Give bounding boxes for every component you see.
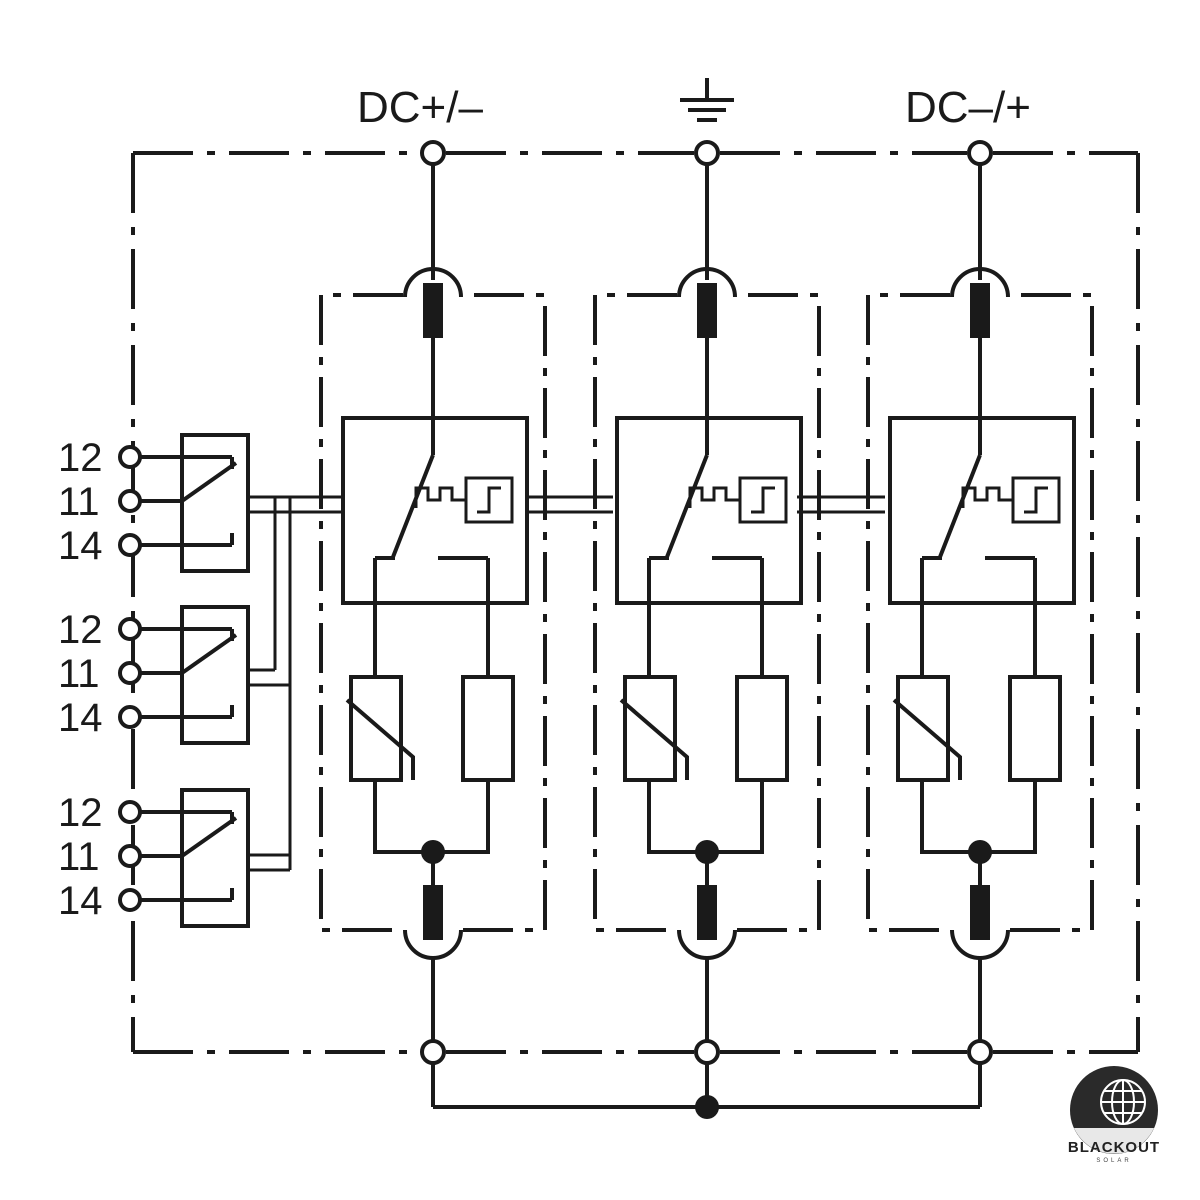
- logo-sub: SOLAR: [1096, 1158, 1131, 1164]
- module-1: [319, 140, 547, 1065]
- top-fuse: [697, 283, 717, 338]
- mechanical-link: [248, 495, 885, 872]
- label-dc-minus-plus: DC–/+: [905, 83, 1031, 132]
- logo-name: BLACKOUT: [1068, 1139, 1160, 1156]
- module-frame: [593, 293, 821, 932]
- pin-terminal: [118, 844, 142, 868]
- pin-label: 14: [58, 879, 103, 923]
- pin-terminal: [118, 888, 142, 912]
- label-dc-plus-minus: DC+/–: [357, 83, 483, 132]
- spark-gap: [1008, 675, 1062, 782]
- pin-label: 12: [58, 791, 103, 835]
- top-terminal: [694, 140, 720, 166]
- pin-label: 14: [58, 524, 103, 568]
- pin-terminal: [118, 489, 142, 513]
- bottom-fuse: [970, 885, 990, 940]
- varistor: [896, 675, 950, 782]
- trigger-box: [738, 476, 788, 524]
- pin-terminal: [118, 800, 142, 824]
- module-frame: [866, 293, 1094, 932]
- top-arc: [677, 267, 737, 298]
- top-arc: [403, 267, 463, 298]
- outer-enclosure: [131, 151, 1140, 1054]
- thermal-trigger: [688, 486, 740, 508]
- trigger-box: [464, 476, 514, 524]
- switch-blade: [391, 454, 435, 558]
- pin-terminal: [118, 533, 142, 557]
- spark-gap: [461, 675, 515, 782]
- pin-label: 11: [58, 835, 100, 879]
- varistor-slash: [619, 698, 689, 780]
- pin-terminal: [118, 445, 142, 469]
- pin-terminal: [118, 661, 142, 685]
- bus-junction-dot: [695, 1095, 719, 1119]
- varistor: [623, 675, 677, 782]
- bottom-fuse: [423, 885, 443, 940]
- blackout-logo: BLACKOUT SOLAR: [1068, 1066, 1160, 1164]
- pin-label: 11: [58, 652, 100, 696]
- changeover-blade: [180, 816, 238, 858]
- pin-terminal: [118, 617, 142, 641]
- protection-modules: [319, 140, 1094, 1065]
- pin-label: 12: [58, 608, 103, 652]
- top-terminal: [420, 140, 446, 166]
- top-terminal: [967, 140, 993, 166]
- spark-gap: [735, 675, 789, 782]
- top-arc: [950, 267, 1010, 298]
- module-3: [866, 140, 1094, 1065]
- changeover-blade: [180, 633, 238, 675]
- module-2: [593, 140, 821, 1065]
- changeover-blade: [180, 461, 238, 503]
- pin-label: 11: [58, 480, 100, 524]
- trigger-box: [1011, 476, 1061, 524]
- thermal-trigger: [961, 486, 1013, 508]
- switch-blade: [938, 454, 982, 558]
- pin-terminal: [118, 705, 142, 729]
- globe-icon: [1100, 1079, 1146, 1125]
- pin-label: 14: [58, 696, 103, 740]
- thermal-trigger: [414, 486, 466, 508]
- varistor: [349, 675, 403, 782]
- module-frame: [319, 293, 547, 932]
- ground-icon: [680, 78, 734, 122]
- bottom-terminal: [420, 1039, 446, 1065]
- pin-label: 12: [58, 436, 103, 480]
- bottom-fuse: [697, 885, 717, 940]
- top-fuse: [423, 283, 443, 338]
- top-fuse: [970, 283, 990, 338]
- bottom-terminal: [967, 1039, 993, 1065]
- varistor-slash: [345, 698, 415, 780]
- switch-blade: [665, 454, 709, 558]
- bottom-terminal: [694, 1039, 720, 1065]
- disconnector-box: [888, 416, 1076, 605]
- varistor-slash: [892, 698, 962, 780]
